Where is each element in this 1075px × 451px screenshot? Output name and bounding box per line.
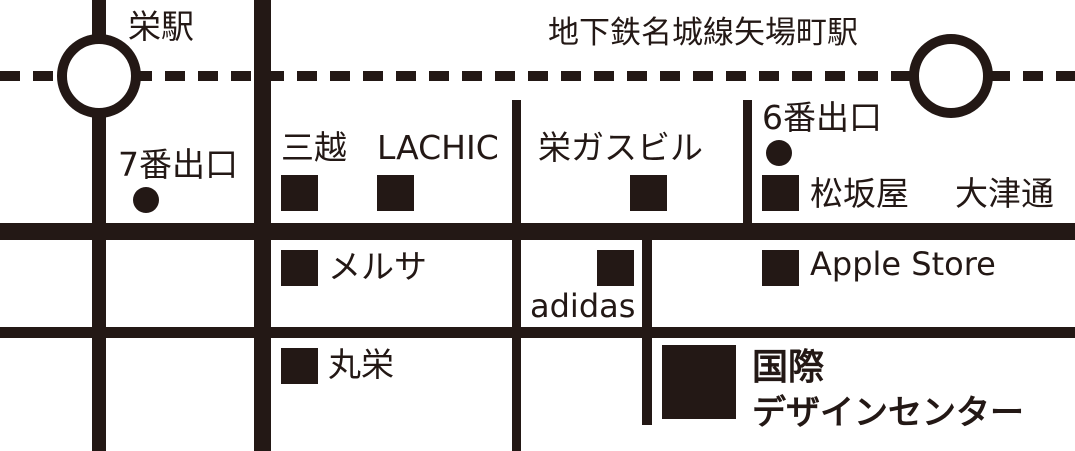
- sakae-station-label: 栄駅: [128, 7, 194, 46]
- mitsukoshi-marker: [281, 175, 318, 211]
- sakae-gas-marker: [630, 175, 667, 211]
- destination-label-line2: デザインセンター: [752, 393, 1024, 433]
- matsuzakaya-marker: [762, 175, 799, 211]
- yabacho-station-marker: [909, 34, 993, 118]
- exit6-label: 6番出口: [762, 98, 882, 137]
- mitsukoshi-label: 三越: [281, 128, 347, 167]
- destination-marker: [662, 345, 736, 419]
- adidas-marker: [597, 250, 634, 286]
- marusakae-marker: [281, 348, 318, 384]
- otsu-dori-label: 大津通: [955, 174, 1054, 213]
- sakae-station-marker: [57, 34, 141, 118]
- street-vertical-fourth: [642, 240, 652, 425]
- apple-store-marker: [762, 250, 799, 286]
- yabacho-station-label: 地下鉄名城線矢場町駅: [548, 15, 858, 51]
- lachic-label: LACHIC: [377, 128, 499, 167]
- matsuzakaya-label: 松坂屋: [810, 174, 909, 213]
- destination-label-line1: 国際: [752, 347, 825, 388]
- lachic-marker: [377, 175, 414, 211]
- melsa-label: メルサ: [328, 247, 427, 286]
- exit7-dot: [133, 187, 159, 213]
- melsa-marker: [281, 250, 318, 286]
- apple-store-label: Apple Store: [810, 245, 996, 283]
- exit6-dot: [766, 140, 792, 166]
- street-vertical-otsu: [743, 100, 752, 223]
- sakae-gas-label: 栄ガスビル: [538, 128, 703, 167]
- marusakae-label: 丸栄: [328, 345, 394, 384]
- street-main-horizontal: [0, 223, 1075, 240]
- adidas-label: adidas: [530, 287, 636, 325]
- street-lower-horizontal: [0, 327, 1075, 338]
- exit7-label: 7番出口: [118, 145, 238, 184]
- street-vertical-third: [512, 100, 521, 451]
- street-vertical-second: [254, 0, 271, 451]
